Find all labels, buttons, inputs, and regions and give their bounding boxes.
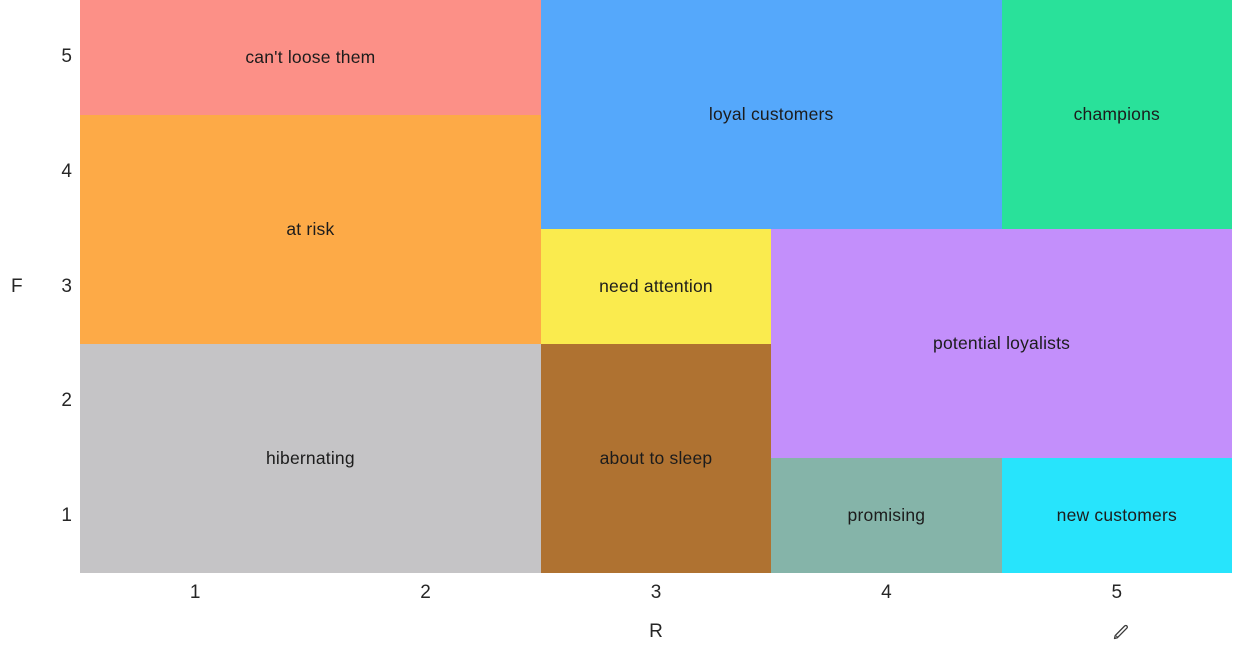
segment-new-customers: new customers: [1001, 458, 1232, 573]
x-axis-label: R: [649, 621, 663, 642]
plot-area: can't loose them at risk hibernating loyal …: [80, 0, 1232, 573]
segment-label: potential loyalists: [933, 333, 1071, 354]
segment-label: can't loose them: [245, 46, 376, 67]
segment-label: loyal customers: [708, 104, 834, 125]
segment-champions: champions: [1001, 0, 1232, 230]
y-tick-3: 3: [61, 275, 72, 297]
segment-hibernating: hibernating: [80, 343, 541, 573]
segment-label: hibernating: [266, 447, 355, 468]
segment-label: need attention: [599, 275, 713, 296]
x-tick-2: 2: [420, 582, 431, 603]
segment-need-attention: need attention: [540, 229, 772, 344]
pencil-icon: [1110, 621, 1132, 643]
y-axis-label: F: [11, 276, 23, 297]
segment-label: about to sleep: [599, 447, 713, 468]
y-tick-5: 5: [61, 46, 72, 68]
y-tick-1: 1: [61, 504, 72, 526]
segment-label: champions: [1073, 104, 1160, 125]
x-tick-4: 4: [881, 582, 892, 603]
segment-label: new customers: [1056, 505, 1177, 526]
segment-label: at risk: [286, 218, 335, 239]
x-tick-5: 5: [1111, 582, 1123, 603]
y-tick-4: 4: [61, 160, 72, 182]
x-tick-1: 1: [189, 582, 201, 603]
x-tick-3: 3: [650, 582, 662, 603]
segment-at-risk: at risk: [80, 114, 541, 344]
segment-label: promising: [847, 505, 926, 526]
segment-can-t-loose-them: can't loose them: [80, 0, 541, 115]
segment-potential-loyalists: potential loyalists: [771, 229, 1232, 459]
y-tick-2: 2: [61, 390, 72, 412]
segment-about-to-sleep: about to sleep: [540, 343, 772, 573]
segment-loyal-customers: loyal customers: [540, 0, 1002, 230]
segment-promising: promising: [771, 458, 1002, 573]
